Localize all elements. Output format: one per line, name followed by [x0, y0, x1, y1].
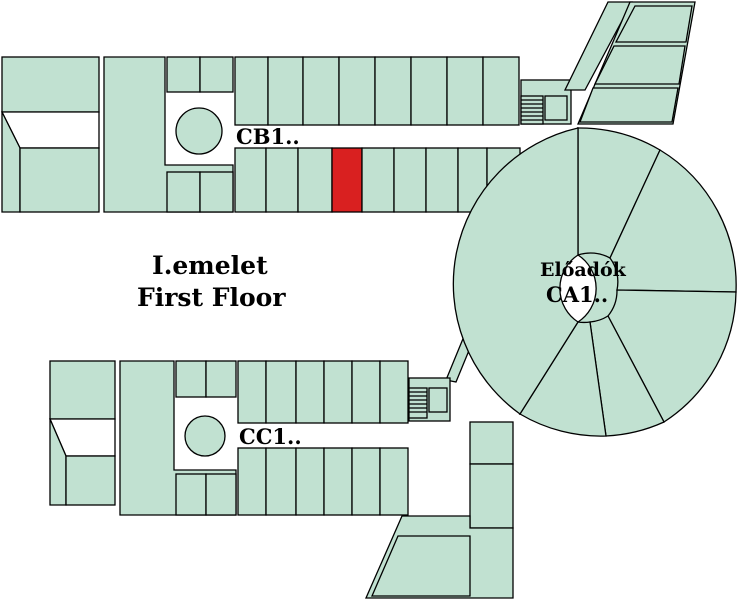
ca-lecture-hall: Előadók CA1..: [452, 126, 737, 437]
cc-room-b4[interactable]: [323, 447, 353, 516]
northeast-block: [563, 1, 696, 125]
ca-hall-segment-2[interactable]: [609, 149, 737, 293]
cb-room-t7[interactable]: [446, 56, 484, 126]
cc-room-b5[interactable]: [351, 447, 381, 516]
cc-room-b2[interactable]: [265, 447, 297, 516]
cc-room-small-1[interactable]: [175, 360, 207, 398]
cc-room-t1[interactable]: [237, 360, 267, 424]
cb-room-b6[interactable]: [393, 147, 427, 213]
cb-room-t2[interactable]: [267, 56, 304, 126]
floor-title-hu: I.emelet: [152, 251, 268, 280]
cc-room-t4[interactable]: [323, 360, 353, 424]
ca-label-line1: Előadók: [540, 259, 627, 281]
cc-room-west-bottom[interactable]: [65, 455, 116, 506]
cb-room-b5[interactable]: [361, 147, 395, 213]
cb-room-t6[interactable]: [410, 56, 448, 126]
cb-room-b1[interactable]: [234, 147, 267, 213]
cb-room-t8[interactable]: [482, 56, 520, 126]
south-block: [365, 421, 514, 599]
cb-room-t3[interactable]: [302, 56, 340, 126]
cb-room-t4[interactable]: [338, 56, 376, 126]
cb-room-t1[interactable]: [234, 56, 269, 126]
ca-hall-segment-3[interactable]: [607, 289, 737, 423]
ca-label-line2: CA1..: [546, 282, 608, 307]
ne-corridor: [563, 1, 634, 91]
cb-stair-steps-icon: [520, 95, 568, 125]
cb-room-small-4[interactable]: [199, 171, 234, 213]
cb-room-b2[interactable]: [265, 147, 299, 213]
cb-room-small-2[interactable]: [199, 56, 234, 93]
ne-room-1[interactable]: [614, 5, 693, 43]
cc-room-t3[interactable]: [295, 360, 325, 424]
ne-room-3[interactable]: [579, 87, 679, 123]
cc-wing: CC1..: [49, 360, 451, 516]
cb-stairwell-round[interactable]: [175, 107, 223, 155]
south-room-2[interactable]: [469, 463, 514, 529]
cb-wing: CB1..: [0, 56, 572, 213]
cb-room-small-3[interactable]: [166, 171, 201, 213]
cc-room-small-3[interactable]: [175, 473, 207, 516]
cc-room-t6[interactable]: [379, 360, 409, 424]
cb-room-west-top[interactable]: [1, 56, 100, 113]
cc-room-small-4[interactable]: [205, 473, 237, 516]
south-room-3[interactable]: [371, 535, 471, 597]
ne-room-2[interactable]: [593, 45, 686, 85]
cb-room-highlighted[interactable]: [331, 147, 363, 213]
cb-room-west-bottom[interactable]: [19, 147, 100, 213]
cb-room-b7[interactable]: [425, 147, 459, 213]
floor-title-en: First Floor: [137, 283, 286, 312]
cc-room-b6[interactable]: [379, 447, 409, 516]
cc-wing-label: CC1..: [239, 424, 302, 449]
south-room-1[interactable]: [469, 421, 514, 465]
cc-stairwell-round[interactable]: [184, 415, 226, 457]
cc-room-t5[interactable]: [351, 360, 381, 424]
cb-room-t5[interactable]: [374, 56, 412, 126]
cb-room-small-1[interactable]: [166, 56, 201, 93]
ca-hall-west[interactable]: [452, 127, 579, 415]
cb-wing-label: CB1..: [236, 124, 300, 149]
cc-room-b3[interactable]: [295, 447, 325, 516]
cc-room-small-2[interactable]: [205, 360, 237, 398]
cc-room-t2[interactable]: [265, 360, 297, 424]
cc-room-b1[interactable]: [237, 447, 267, 516]
ca-hall-segment-5[interactable]: [519, 321, 607, 437]
cb-room-b3[interactable]: [297, 147, 333, 213]
cc-room-west-top[interactable]: [49, 360, 116, 420]
cc-stair-steps-icon: [408, 387, 448, 419]
